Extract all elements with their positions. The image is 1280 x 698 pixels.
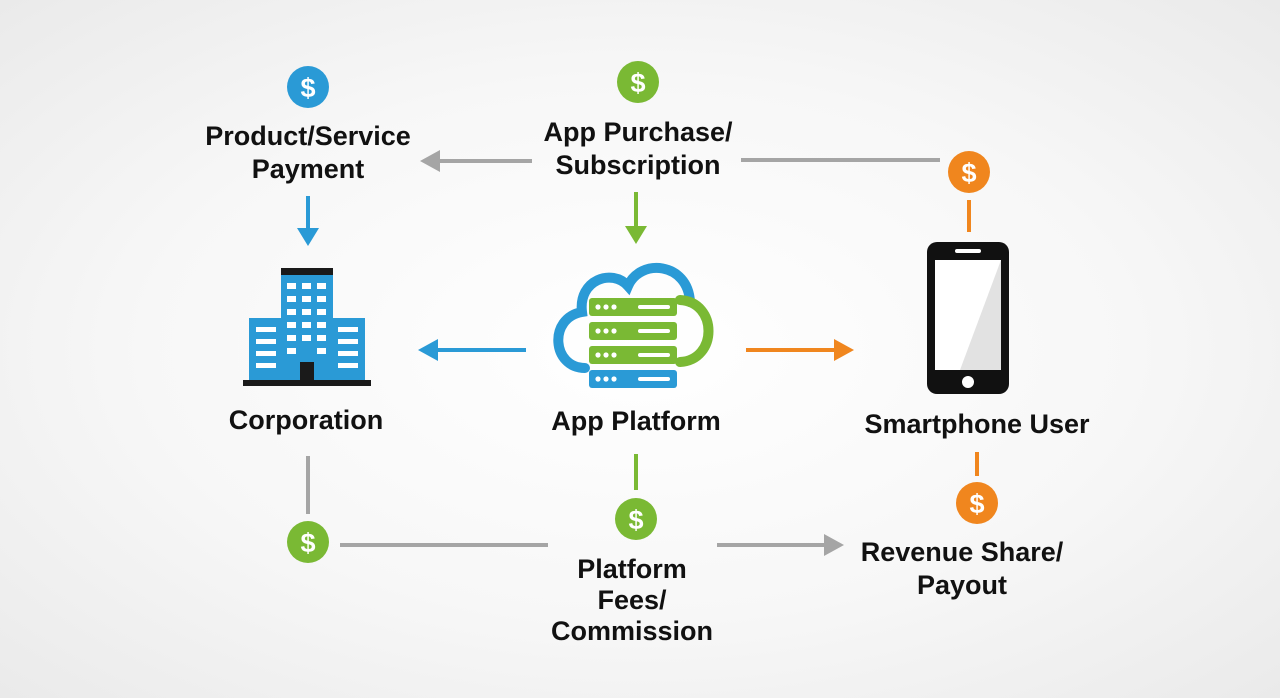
arrow-payment-to-corporation <box>297 196 319 246</box>
dollar-coin-icon: $ <box>287 521 329 563</box>
coin-symbol: $ <box>961 158 976 188</box>
office-building-icon <box>243 268 371 386</box>
smartphone-icon <box>927 242 1009 394</box>
node-label-smartphone-user: Smartphone User <box>864 409 1090 439</box>
coin-symbol: $ <box>969 489 984 519</box>
dollar-coin-icon: $ <box>287 66 329 108</box>
dollar-coin-icon: $ <box>615 498 657 540</box>
node-label-app-platform: App Platform <box>551 406 721 436</box>
arrow-platform-to-user <box>746 339 854 361</box>
node-label-corporation: Corporation <box>228 405 384 435</box>
arrow-fees-to-revenue <box>717 534 844 556</box>
coin-symbol: $ <box>630 68 645 98</box>
dollar-coin-icon: $ <box>956 482 998 524</box>
flow-label-app-purchase: App Purchase/ Subscription <box>543 117 733 180</box>
dollar-coin-icon: $ <box>948 151 990 193</box>
flow-label-revenue-share: Revenue Share/ Payout <box>860 537 1064 600</box>
cloud-server-icon <box>553 263 714 388</box>
arrow-purchase-to-platform <box>625 192 647 244</box>
flow-label-product-payment: Product/Service Payment <box>205 121 411 184</box>
coin-symbol: $ <box>300 528 315 558</box>
coin-symbol: $ <box>300 73 315 103</box>
coin-symbol: $ <box>628 505 643 535</box>
dollar-coin-icon: $ <box>617 61 659 103</box>
arrow-platform-to-corporation <box>418 339 526 361</box>
arrow-purchase-to-payment <box>420 150 532 172</box>
flow-label-platform-fees: Platform Fees/ Commission <box>550 554 714 646</box>
